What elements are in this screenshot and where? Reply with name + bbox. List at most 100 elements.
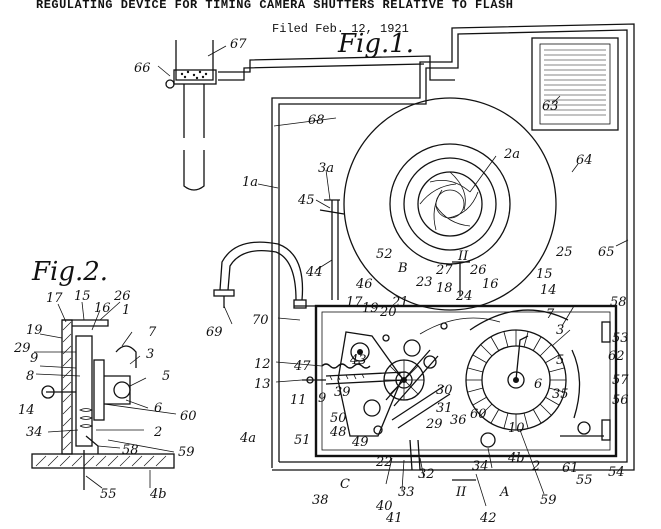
ref-25: 25 (555, 245, 573, 260)
ref-65: 65 (598, 245, 615, 260)
ref-5: 5 (556, 353, 564, 368)
ref-38: 38 (312, 493, 329, 508)
top-bracket (62, 320, 108, 326)
ref-18: 18 (436, 281, 453, 296)
ref-32: 32 (418, 467, 435, 482)
ref-53: 53 (612, 331, 629, 346)
figure-1-caption: Fig.1. (337, 29, 414, 59)
ref-64: 64 (576, 153, 593, 168)
ref-48: 48 (329, 425, 347, 440)
ref-49: 49 (351, 435, 369, 450)
ref-43: 43 (349, 353, 367, 368)
flash-pivot (166, 80, 174, 88)
ref2-26: 26 (113, 289, 131, 304)
ref-50: 50 (330, 411, 347, 426)
ref-3a: 3a (318, 161, 334, 176)
flash-powder (181, 71, 207, 79)
ref2-58: 58 (122, 443, 139, 458)
ref-11: 11 (290, 393, 307, 408)
ref-35: 35 (552, 387, 569, 402)
ref-45: 45 (297, 193, 315, 208)
ref-57: 57 (612, 373, 629, 388)
ref-36: 36 (450, 413, 467, 428)
ref2-55: 55 (100, 487, 117, 502)
ref-62: 62 (608, 349, 625, 364)
ref2-5: 5 (162, 369, 170, 384)
ref2-3: 3 (146, 347, 154, 362)
arc-24 (420, 318, 500, 334)
ref-67: 67 (230, 37, 247, 52)
ref-7: 7 (546, 307, 555, 322)
cable-fitting (294, 300, 306, 308)
ref-46: 46 (355, 277, 373, 292)
ref-22: 22 (375, 455, 393, 470)
ref-58: 58 (610, 295, 627, 310)
lens-board-disc (344, 98, 556, 310)
flash-handle (184, 84, 204, 138)
ref2-6: 6 (154, 401, 162, 416)
ref2-34: 34 (26, 425, 43, 440)
ref-33: 33 (398, 485, 415, 500)
ref-66: 66 (134, 61, 151, 76)
ref-14: 14 (540, 283, 557, 298)
ref2-29: 29 (13, 341, 31, 356)
ref2-19: 19 (26, 323, 43, 338)
cable-plunger (214, 290, 234, 296)
ref-13: 13 (254, 377, 271, 392)
flash-handle-lower (184, 150, 204, 190)
ref-4a: 4a (239, 431, 256, 446)
ref-16: 16 (482, 277, 499, 292)
ref-3: 3 (556, 323, 564, 338)
ref-59: 59 (540, 493, 557, 508)
ref-ii-top: II (457, 249, 469, 264)
ref2-16: 16 (94, 301, 111, 316)
ref-29: 29 (425, 417, 443, 432)
figure-2: Fig.2. (13, 257, 197, 502)
ref-42: 42 (479, 511, 497, 526)
flash-pan (174, 70, 216, 84)
ref-30: 30 (436, 383, 453, 398)
knob-5 (114, 382, 130, 398)
ref-c: C (340, 477, 350, 492)
base-plate-hatching (36, 456, 166, 466)
ref-51: 51 (294, 433, 311, 448)
ref-56: 56 (612, 393, 629, 408)
ref2-7: 7 (148, 325, 157, 340)
ref-34: 34 (472, 459, 489, 474)
ref2-4b: 4b (149, 487, 167, 502)
ref-26: 26 (469, 263, 487, 278)
ref-68: 68 (308, 113, 325, 128)
ref-44: 44 (305, 265, 323, 280)
ref-27: 27 (435, 263, 453, 278)
coil-spring (80, 409, 92, 428)
ref-41: 41 (385, 511, 403, 526)
terminal-58 (602, 322, 610, 342)
ref-b: B (397, 261, 408, 276)
ref-39: 39 (334, 385, 351, 400)
ref-69: 69 (206, 325, 223, 340)
ref-12: 12 (254, 357, 271, 372)
ref-54: 54 (608, 465, 625, 480)
patent-title: REGULATING DEVICE FOR TIMING CAMERA SHUT… (36, 0, 513, 12)
figure-1: Fig.1. (134, 24, 634, 526)
ref-1a: 1a (242, 175, 258, 190)
ref-a: A (499, 485, 509, 500)
ref-19: 19 (362, 301, 379, 316)
ref2-2: 2 (153, 425, 162, 440)
ref-23: 23 (415, 275, 433, 290)
ref2-14: 14 (18, 403, 35, 418)
ref2-8: 8 (26, 369, 34, 384)
release-cable-inner (228, 251, 296, 300)
ref-ii-bottom: II (455, 485, 467, 500)
figure-2-caption: Fig.2. (31, 257, 108, 287)
ref-20: 20 (379, 305, 397, 320)
ref2-60: 60 (180, 409, 197, 424)
ref-70: 70 (252, 313, 269, 328)
pivot-50 (364, 400, 380, 416)
ref-2a: 2a (503, 147, 520, 162)
stud-21 (383, 335, 389, 341)
lever-arm-7 (516, 336, 528, 380)
ground-glass (532, 38, 618, 130)
ref-60: 60 (470, 407, 487, 422)
